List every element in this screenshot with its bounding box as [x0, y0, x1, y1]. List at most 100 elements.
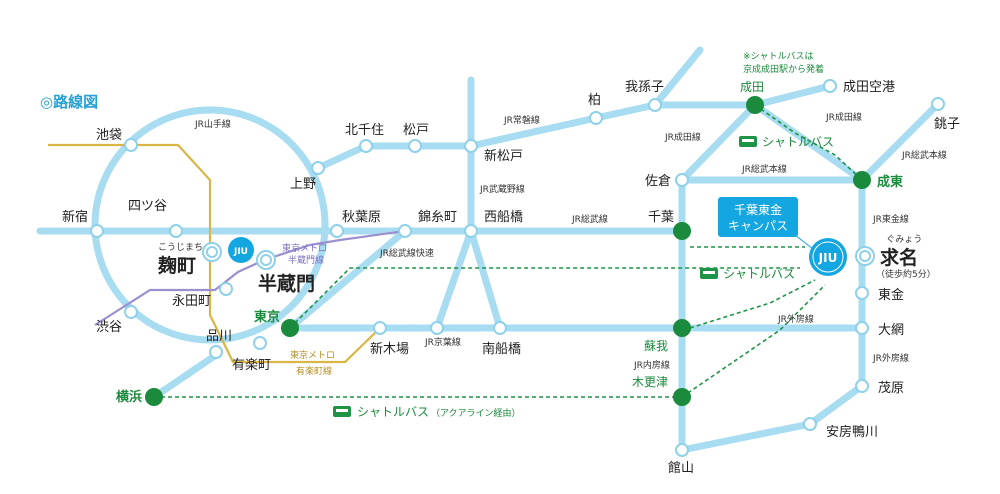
label-shinagawa: 品川	[206, 329, 232, 344]
label-oami: 大網	[878, 323, 904, 338]
label-yotsuya: 四ツ谷	[128, 199, 167, 214]
bus-label-soga: シャトルバス	[723, 267, 795, 281]
label-yokohama: 横浜	[116, 389, 142, 405]
label-gumyo-kana: ぐみょう	[886, 234, 922, 245]
label-yurakucho: 有楽町	[232, 357, 271, 373]
label-minamifunabashi: 南船橋	[482, 341, 521, 357]
station-choshi	[931, 97, 945, 111]
station-shinmatsudo	[464, 139, 478, 153]
bus-label-yokohama: シャトルバス	[357, 405, 429, 419]
station-ikebukuro	[124, 138, 138, 152]
bus-label-yokohama-note: （アクアライン経由）	[431, 407, 521, 419]
keiyo-branch	[467, 227, 504, 332]
label-mobara: 茂原	[878, 381, 904, 396]
station-kinshicho	[398, 224, 412, 238]
station-soga	[673, 319, 691, 337]
hanzomon-metro-line	[94, 229, 406, 326]
station-tokyo	[281, 319, 299, 337]
station-narita	[746, 96, 764, 114]
yurakucho-metro-line	[48, 143, 381, 364]
label-narita: 成田	[740, 80, 764, 94]
station-nishifunabashi	[464, 224, 478, 238]
station-tateyama	[675, 443, 689, 457]
label-chiba: 千葉	[648, 210, 674, 225]
label-gumyo: 求名	[880, 246, 918, 269]
label-shinjuku: 新宿	[62, 209, 88, 225]
bus-route-tokyo	[289, 267, 800, 329]
station-awakamogawa	[803, 417, 817, 431]
campus: 千葉東金 キャンパス JIU	[718, 197, 847, 276]
station-kashiwa	[589, 111, 603, 125]
station-akihabara	[330, 224, 344, 238]
line-label-yurakucho: 東京メトロ	[290, 349, 335, 361]
label-kojimachi: 麹町	[157, 254, 196, 277]
svg-text:JIU: JIU	[818, 251, 838, 265]
keiyo-link	[286, 227, 409, 332]
bus-note-1: ※シャトルバスは	[743, 51, 814, 62]
label-naritakuko: 成田空港	[843, 80, 895, 95]
bus-routes	[154, 104, 863, 398]
label-nishifunabashi: 西船橋	[484, 210, 523, 225]
station-keiyo-junction	[430, 321, 444, 335]
svg-text:JIU: JIU	[233, 247, 248, 257]
label-hanzomon: 半蔵門	[258, 272, 315, 295]
station-kisarazu	[673, 388, 691, 406]
line-label-sobu-main-2: JR総武本線	[901, 149, 947, 161]
bus-route-kisarazu	[681, 284, 826, 398]
label-matsudo: 松戸	[403, 123, 429, 138]
bus-label-narita: シャトルバス	[762, 135, 834, 149]
musashino-south	[433, 227, 475, 332]
label-akihabara: 秋葉原	[342, 210, 381, 225]
station-matsudo	[408, 139, 422, 153]
station-shinjuku	[90, 224, 104, 238]
line-label-hanzomon: 東京メトロ	[282, 242, 327, 254]
station-yotsuya	[169, 224, 183, 238]
station-naritakuko	[823, 79, 837, 93]
station-yurakucho	[253, 336, 267, 350]
label-tateyama: 館山	[668, 461, 694, 476]
campus-box	[718, 197, 798, 237]
station-markers	[90, 79, 945, 457]
label-tokyo: 東京	[254, 309, 280, 325]
map-title: ◎路線図	[40, 93, 98, 111]
bus-note-2: 京成成田駅から発着	[743, 63, 824, 75]
line-label-sobu: JR総武線	[571, 213, 608, 225]
university-logo-icon	[228, 237, 254, 263]
label-naruto: 成東	[877, 174, 903, 190]
line-label-yurakucho-2: 有楽町線	[296, 365, 332, 377]
bus-icon	[333, 406, 351, 417]
line-label-yamanote: JR山手線	[194, 118, 231, 130]
label-kashiwa: 柏	[588, 93, 601, 108]
line-label-togane: JR東金線	[872, 213, 909, 225]
line-label-sotobo-2: JR外房線	[872, 352, 909, 364]
label-choshi: 銚子	[934, 117, 960, 132]
logo-badge-small: JIU	[228, 237, 254, 263]
line-label-uchibo: JR内房線	[633, 359, 670, 371]
line-label-sobu-rapid: JR総武線快速	[379, 247, 434, 259]
station-abiko	[648, 98, 662, 112]
station-naruto	[853, 171, 871, 189]
station-sakura	[675, 173, 689, 187]
line-label-sotobo: JR外房線	[777, 313, 814, 325]
line-label-musashino: JR武蔵野線	[479, 183, 525, 195]
label-abiko: 我孫子	[625, 80, 664, 95]
station-shinagawa	[209, 345, 223, 359]
bus-route-narita	[754, 104, 863, 181]
line-label-narita: JR成田線	[664, 131, 701, 143]
label-awakamogawa: 安房鴨川	[826, 424, 878, 440]
station-yokohama	[145, 388, 163, 406]
label-shinmatsudo: 新松戸	[484, 148, 523, 164]
label-kitasenju: 北千住	[345, 123, 384, 138]
label-togane: 東金	[878, 287, 904, 303]
line-label-joban: JR常磐線	[503, 114, 540, 126]
label-ueno: 上野	[290, 177, 316, 192]
line-label-keiyo: JR京葉線	[424, 336, 461, 348]
label-kojimachi-kana: こうじまち	[158, 242, 203, 253]
label-soga: 蘇我	[644, 339, 668, 353]
yokohama-line	[150, 351, 220, 401]
station-mobara	[855, 379, 869, 393]
label-kinshicho: 錦糸町	[418, 209, 457, 225]
university-logo-icon	[809, 238, 847, 276]
station-chiba	[673, 222, 691, 240]
